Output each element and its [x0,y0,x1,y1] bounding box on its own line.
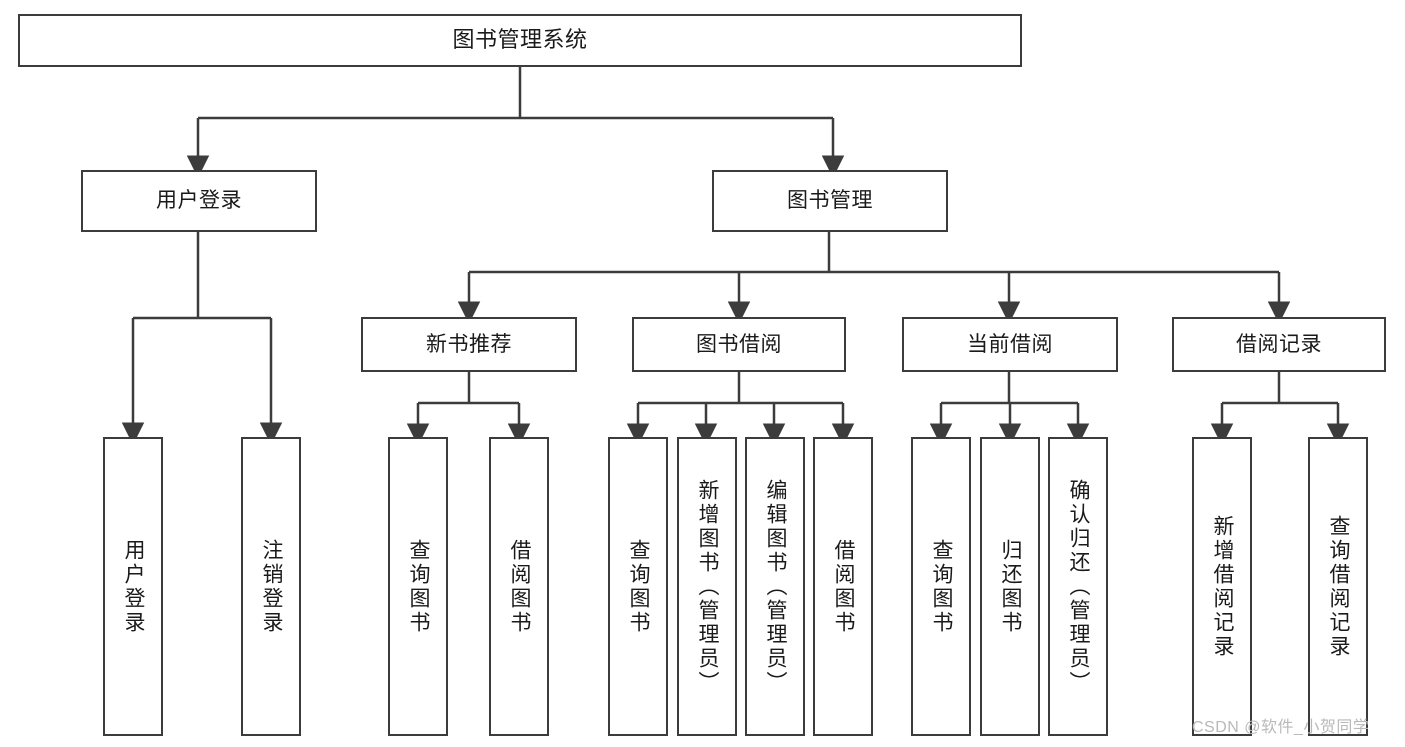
node-root[interactable]: 图书管理系统 [18,14,1022,67]
node-root-label: 图书管理系统 [452,27,588,53]
leaf-label: 新增图书（管理员） [696,478,720,695]
leaf-current-borrow-confirm[interactable]: 确认归还（管理员） [1048,437,1108,736]
leaf-label: 确认归还（管理员） [1067,478,1091,695]
leaf-book-borrow-add[interactable]: 新增图书（管理员） [677,437,737,736]
node-user-login[interactable]: 用户登录 [81,170,317,232]
node-new-book-recommend-label: 新书推荐 [426,332,512,356]
leaf-user-login-logout[interactable]: 注销登录 [241,437,301,736]
node-book-borrow-label: 图书借阅 [696,332,782,356]
node-user-login-label: 用户登录 [156,189,242,213]
leaf-label: 借阅图书 [508,538,532,635]
leaf-borrow-record-query[interactable]: 查询借阅记录 [1308,437,1368,736]
leaf-label: 归还图书 [999,538,1023,635]
leaf-label: 查询图书 [930,538,954,635]
leaf-new-book-borrow[interactable]: 借阅图书 [489,437,549,736]
node-borrow-record[interactable]: 借阅记录 [1172,317,1386,372]
leaf-label: 查询图书 [627,538,651,635]
leaf-current-borrow-return[interactable]: 归还图书 [980,437,1040,736]
leaf-label: 注销登录 [260,538,284,635]
node-new-book-recommend[interactable]: 新书推荐 [361,317,577,372]
node-current-borrow-label: 当前借阅 [967,332,1053,356]
leaf-book-borrow-borrow[interactable]: 借阅图书 [813,437,873,736]
leaf-user-login-login[interactable]: 用户登录 [103,437,163,736]
leaf-book-borrow-edit[interactable]: 编辑图书（管理员） [745,437,805,736]
leaf-label: 用户登录 [122,538,146,635]
node-current-borrow[interactable]: 当前借阅 [902,317,1118,372]
leaf-label: 查询借阅记录 [1327,514,1351,659]
node-borrow-record-label: 借阅记录 [1236,332,1322,356]
leaf-current-borrow-query[interactable]: 查询图书 [911,437,971,736]
leaf-label: 查询图书 [407,538,431,635]
leaf-label: 新增借阅记录 [1211,514,1235,659]
node-book-borrow[interactable]: 图书借阅 [632,317,846,372]
node-book-manage-label: 图书管理 [787,189,873,213]
leaf-book-borrow-query[interactable]: 查询图书 [608,437,668,736]
leaf-label: 编辑图书（管理员） [764,478,788,695]
leaf-label: 借阅图书 [832,538,856,635]
leaf-new-book-query[interactable]: 查询图书 [388,437,448,736]
watermark: CSDN @软件_小贺同学 [1192,719,1370,736]
leaf-borrow-record-add[interactable]: 新增借阅记录 [1192,437,1252,736]
node-book-manage[interactable]: 图书管理 [712,170,948,232]
